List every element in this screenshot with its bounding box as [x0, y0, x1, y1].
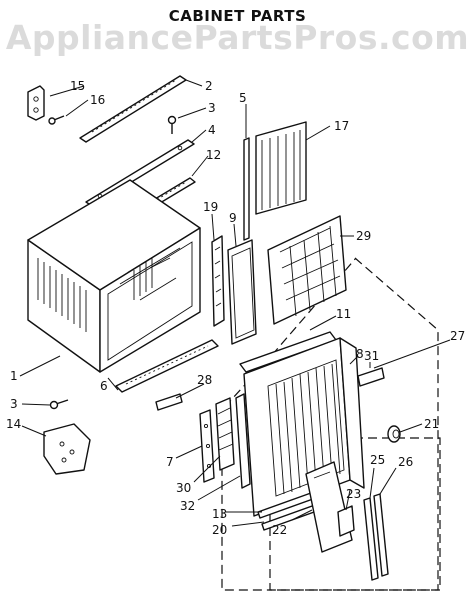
callout-20: 20 [212, 523, 227, 537]
callout-4: 4 [208, 123, 216, 137]
part-26-rod[interactable] [373, 493, 389, 577]
callout-3-bottom: 3 [10, 397, 18, 411]
callout-30: 30 [176, 481, 191, 495]
callout-16: 16 [90, 93, 105, 107]
callout-13: 13 [212, 507, 227, 521]
part-6-rail[interactable] [115, 339, 219, 393]
callout-8: 8 [356, 347, 364, 361]
part-2-rail[interactable] [79, 75, 187, 143]
part-14-hardware-bag[interactable] [43, 423, 91, 475]
callout-9: 9 [229, 211, 237, 225]
callout-25: 25 [370, 453, 385, 467]
callout-3-top: 3 [208, 101, 216, 115]
callout-29: 29 [356, 229, 371, 243]
part-30-vent[interactable] [215, 397, 235, 471]
part-17-panel[interactable] [255, 121, 307, 215]
part-23-bracket[interactable] [337, 505, 355, 537]
part-19-strip[interactable] [211, 235, 225, 327]
part-3-screw-bottom[interactable] [49, 399, 69, 410]
part-31-block[interactable] [357, 367, 385, 387]
callout-labels: 15 16 2 3 4 12 5 17 19 9 29 11 27 8 31 2… [6, 79, 465, 537]
part-28-pad[interactable] [155, 393, 183, 411]
part-1-cabinet[interactable] [27, 179, 201, 373]
callout-23: 23 [346, 487, 361, 501]
callout-17: 17 [334, 119, 349, 133]
part-5-strip[interactable] [243, 137, 250, 241]
part-29-grille[interactable] [267, 215, 347, 325]
callout-22: 22 [272, 523, 287, 537]
part-32-strip[interactable] [235, 393, 251, 489]
callout-14: 14 [6, 417, 21, 431]
part-9-filter[interactable] [227, 239, 257, 345]
callout-21: 21 [424, 417, 439, 431]
callout-27: 27 [450, 329, 465, 343]
callout-5: 5 [239, 91, 247, 105]
watermark: AppliancePartsPros.com [5, 18, 470, 57]
callout-7: 7 [166, 455, 174, 469]
part-21-knob[interactable] [387, 425, 401, 443]
diagram-title: CABINET PARTS [168, 7, 307, 25]
leader-lines [19, 79, 451, 527]
part-25-rod[interactable] [363, 497, 379, 581]
callout-19: 19 [203, 200, 218, 214]
callout-31: 31 [364, 349, 379, 363]
callout-11: 11 [336, 307, 351, 321]
callout-32: 32 [180, 499, 195, 513]
callout-26: 26 [398, 455, 413, 469]
part-3-screw-top[interactable] [167, 115, 177, 135]
callout-2: 2 [205, 79, 213, 93]
part-7-bracket[interactable] [199, 409, 215, 483]
callout-28: 28 [197, 373, 212, 387]
callout-1: 1 [10, 369, 18, 383]
part-16-screw[interactable] [48, 115, 65, 125]
part-15-bracket[interactable] [27, 85, 45, 121]
callout-12: 12 [206, 148, 221, 162]
callout-6: 6 [100, 379, 108, 393]
callout-15: 15 [70, 79, 85, 93]
